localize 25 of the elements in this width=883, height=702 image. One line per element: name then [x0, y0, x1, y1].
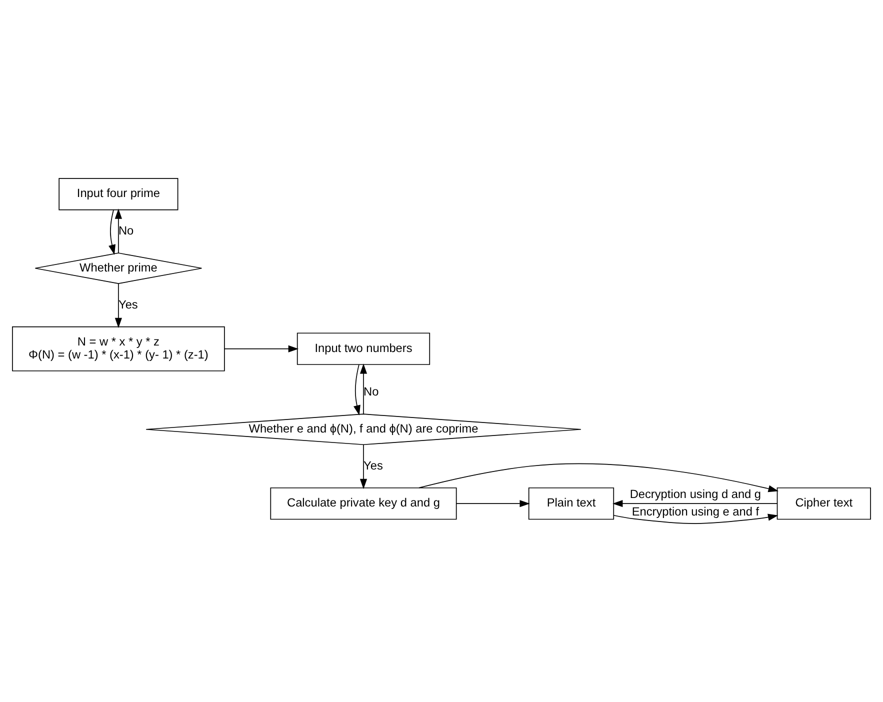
arrow — [108, 210, 116, 255]
edge-label: No — [364, 384, 379, 399]
arrow — [114, 208, 122, 254]
arrow — [613, 514, 778, 524]
arrow — [354, 364, 360, 416]
arrow — [360, 444, 368, 490]
edge-label: No — [118, 224, 134, 238]
arrow — [456, 500, 530, 508]
node-box: Cipher text — [776, 487, 871, 520]
node-diamond: Whether prime — [34, 252, 202, 284]
edge-label: Yes — [364, 458, 383, 472]
edge-label: Encryption using e and f — [632, 504, 760, 519]
arrow — [360, 364, 368, 414]
edge-label: Decryption using d and g — [630, 486, 762, 501]
node-box: Calculate private key d and g — [270, 487, 457, 520]
edge-label: Yes — [118, 297, 138, 312]
arrow — [224, 345, 299, 352]
node-box: N = w * x * y * z Φ(N) = (w -1) * (x-1) * (y- 1) * (z-1) — [12, 326, 225, 372]
node-box: Plain text — [528, 487, 614, 520]
node-box: Input four prime — [58, 178, 178, 210]
arrow — [612, 500, 778, 508]
arrow — [114, 283, 122, 328]
node-diamond: Whether e and ϕ(N), f and ϕ(N) are coprime — [146, 414, 582, 446]
arrow — [418, 463, 779, 492]
node-box: Input two numbers — [296, 332, 430, 365]
